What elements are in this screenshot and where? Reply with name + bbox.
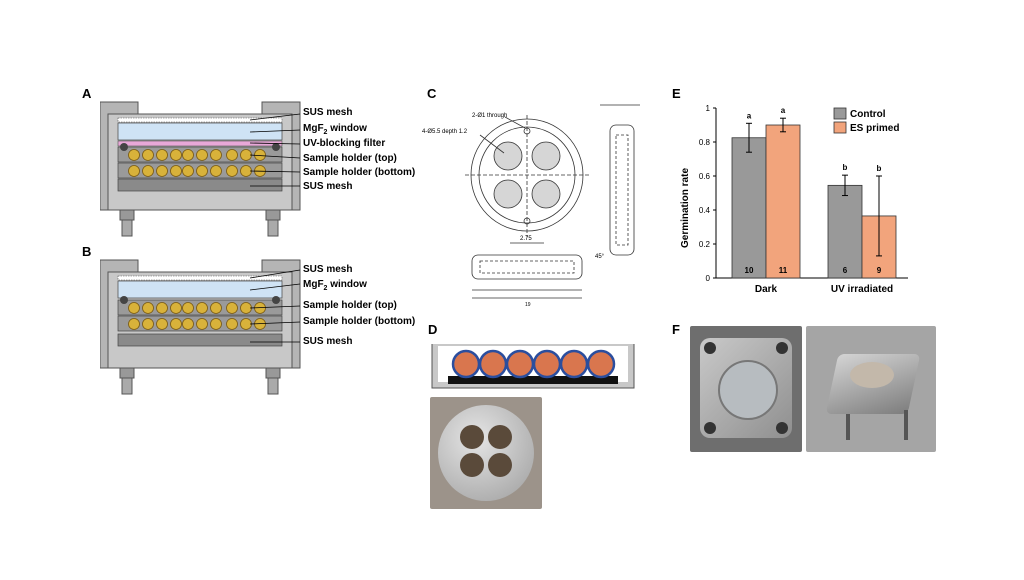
panel-f-photo-angle	[806, 326, 936, 452]
seed-icon	[196, 165, 208, 177]
sample-size-label: 11	[779, 266, 788, 275]
seed-icon	[240, 165, 252, 177]
seed-icon	[128, 165, 140, 177]
sample-size-label: 6	[843, 266, 848, 275]
seed-icon	[210, 149, 222, 161]
b-label-holder-bottom: Sample holder (bottom)	[303, 316, 416, 327]
seed-icon	[156, 302, 168, 314]
panel-letter-e: E	[672, 86, 681, 101]
y-tick-label: 0.2	[699, 240, 711, 249]
a-label-sus-mesh-bottom: SUS mesh	[303, 181, 353, 192]
panel-d-seed-diagram	[431, 344, 635, 389]
legend-swatch	[833, 107, 847, 120]
seed-icon	[532, 349, 562, 379]
seed-icon	[170, 149, 182, 161]
significance-letter: a	[781, 106, 786, 115]
panel-letter-b: B	[82, 244, 92, 259]
seed-icon	[196, 302, 208, 314]
panel-f-photo-top	[690, 326, 802, 452]
seed-icon	[226, 318, 238, 330]
y-tick-label: 0.8	[699, 138, 711, 147]
seed-icon	[226, 149, 238, 161]
seed-icon	[451, 349, 481, 379]
seed-icon	[142, 149, 154, 161]
seed-icon	[142, 318, 154, 330]
sample-size-label: 10	[745, 266, 754, 275]
seed-icon	[156, 165, 168, 177]
seed-icon	[182, 318, 194, 330]
panel-a-schematic	[100, 101, 301, 237]
seed-icon	[156, 318, 168, 330]
x-category-label: Dark	[755, 284, 778, 295]
panel-d-photo	[430, 397, 542, 509]
seed-icon	[128, 302, 140, 314]
c-label-angle: 45°	[595, 254, 605, 260]
panel-letter-c: C	[427, 86, 437, 101]
seed-icon	[210, 318, 222, 330]
y-tick-label: 0.4	[699, 206, 711, 215]
c-label-dim-19: 19	[525, 302, 531, 308]
seed-icon	[182, 165, 194, 177]
x-category-label: UV irradiated	[831, 284, 893, 295]
a-label-sus-mesh-top: SUS mesh	[303, 107, 353, 118]
seed-icon	[226, 302, 238, 314]
b-label-holder-top: Sample holder (top)	[303, 300, 397, 311]
seed-icon	[170, 165, 182, 177]
bar-0-0	[731, 137, 767, 279]
panel-letter-d: D	[428, 322, 438, 337]
panel-c-drawing: 2-Ø1 through 4-Ø5.5 depth 1.2 2.75 45° 1…	[422, 104, 640, 308]
seed-icon	[196, 149, 208, 161]
y-tick-label: 0.6	[699, 172, 711, 181]
seed-icon	[240, 302, 252, 314]
seed-icon	[170, 318, 182, 330]
legend-swatch	[833, 121, 847, 134]
seed-icon	[142, 302, 154, 314]
significance-letter: b	[877, 164, 882, 173]
y-tick-label: 0	[706, 274, 711, 283]
seed-icon	[196, 318, 208, 330]
seed-icon	[210, 165, 222, 177]
seed-icon	[128, 318, 140, 330]
bar-1-0	[765, 124, 801, 279]
seed-icon	[478, 349, 508, 379]
c-label-depth: 4-Ø5.5 depth 1.2	[422, 129, 468, 135]
panel-letter-f: F	[672, 322, 680, 337]
legend-label: Control	[850, 109, 886, 120]
c-label-dim-275: 2.75	[520, 236, 532, 242]
a-label-uv-filter: UV-blocking filter	[303, 138, 386, 149]
a-label-mgf2-window: MgF2 window	[303, 123, 367, 136]
panel-letter-a: A	[82, 86, 92, 101]
seed-icon	[142, 165, 154, 177]
legend-label: ES primed	[850, 123, 899, 134]
significance-letter: b	[843, 163, 848, 172]
seed-icon	[559, 349, 589, 379]
a-label-holder-top: Sample holder (top)	[303, 153, 397, 164]
c-label-through-holes: 2-Ø1 through	[472, 113, 507, 119]
b-label-sus-mesh-bottom: SUS mesh	[303, 336, 353, 347]
seed-icon	[182, 302, 194, 314]
bar-0-1	[827, 184, 863, 279]
seed-icon	[240, 149, 252, 161]
seed-icon	[226, 165, 238, 177]
seed-icon	[156, 149, 168, 161]
sample-size-label: 9	[877, 266, 882, 275]
seed-icon	[505, 349, 535, 379]
y-tick-label: 1	[706, 104, 711, 113]
seed-icon	[210, 302, 222, 314]
y-axis-label: Germination rate	[680, 168, 691, 248]
seed-icon	[170, 302, 182, 314]
seed-icon	[182, 149, 194, 161]
b-label-sus-mesh-top: SUS mesh	[303, 264, 353, 275]
significance-letter: a	[747, 111, 752, 120]
a-label-holder-bottom: Sample holder (bottom)	[303, 167, 416, 178]
panel-b-schematic	[100, 259, 301, 395]
seed-icon	[240, 318, 252, 330]
b-label-mgf2-window: MgF2 window	[303, 279, 367, 292]
seed-icon	[586, 349, 616, 379]
seed-icon	[128, 149, 140, 161]
